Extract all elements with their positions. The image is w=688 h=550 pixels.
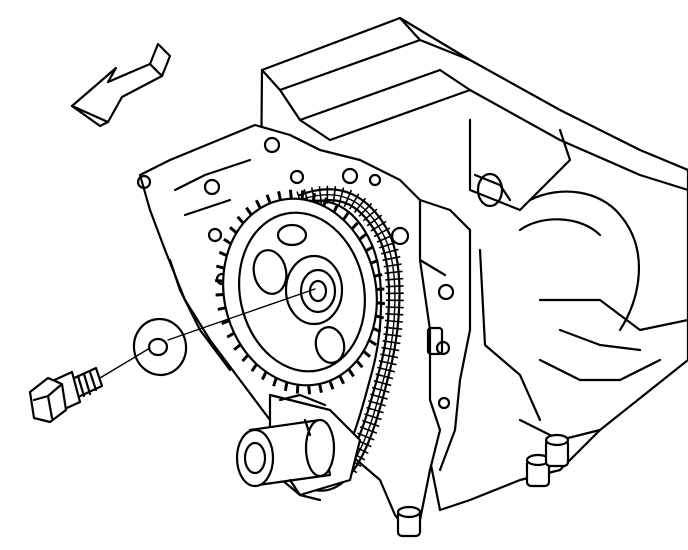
sprocket-tooth [261, 371, 268, 381]
chain-link [373, 227, 391, 238]
chain-link [378, 360, 397, 366]
chain-link [358, 202, 373, 217]
sprocket-tooth [328, 380, 335, 390]
sprocket-tooth [250, 363, 258, 373]
crankshaft-sprocket [235, 393, 362, 502]
washer [132, 317, 188, 377]
sprocket-tooth [368, 339, 377, 347]
chain-link [383, 333, 402, 338]
chain-link [370, 393, 388, 400]
chain-link [366, 406, 384, 414]
sprocket-tooth [277, 190, 282, 201]
sprocket-tooth [347, 368, 355, 378]
sprocket-tooth [221, 319, 230, 326]
sprocket-tooth [236, 215, 245, 225]
sprocket-tooth [342, 211, 350, 221]
chain-link [359, 426, 378, 434]
sprocket-tooth [318, 383, 323, 394]
chain-link [348, 193, 360, 210]
sprocket-tooth [338, 375, 346, 385]
sprocket-tooth [376, 301, 386, 306]
sprocket-tooth [322, 197, 328, 207]
sprocket-tooth [215, 264, 225, 270]
chain-link [371, 386, 390, 394]
chain-link [377, 366, 396, 373]
sprocket-tooth [229, 226, 238, 235]
sprocket-tooth [289, 189, 293, 199]
chain-link [384, 326, 403, 330]
sprocket-tooth [223, 237, 232, 245]
sprocket-tooth [362, 349, 371, 358]
sprocket-tooth [365, 245, 374, 253]
chain-link [366, 214, 383, 227]
sprocket-tooth [226, 331, 235, 339]
chain-link [364, 413, 382, 421]
direction-arrow [70, 42, 172, 128]
sprocket-tooth [307, 385, 311, 395]
chain-link [381, 346, 400, 352]
bolt [28, 288, 316, 424]
chain-link [385, 277, 404, 281]
sprocket-tooth [370, 258, 379, 265]
chain-link [385, 306, 404, 309]
sprocket-tooth [375, 314, 385, 320]
chain-link [370, 220, 387, 232]
engine-block [136, 16, 688, 538]
sprocket-tooth [254, 199, 262, 209]
chain-link [357, 432, 375, 441]
sprocket-tooth [218, 250, 228, 257]
sprocket-tooth [374, 273, 383, 278]
sprocket-tooth [355, 359, 364, 369]
sprocket-tooth [272, 377, 278, 387]
chain-link [353, 197, 367, 213]
sprocket-tooth [283, 381, 289, 392]
chain-link [385, 285, 404, 288]
chain-link [318, 186, 323, 205]
sprocket-tooth [217, 306, 226, 311]
chain-link [373, 380, 392, 387]
chain-link [362, 208, 378, 222]
sprocket-tooth [233, 343, 242, 351]
sprocket-tooth [265, 194, 272, 204]
sprocket-tooth [358, 233, 367, 241]
chain-link [384, 319, 403, 323]
chain-link [361, 419, 380, 428]
chain-link [368, 400, 386, 407]
sprocket-tooth [311, 192, 317, 203]
chain-link [382, 255, 401, 262]
sprocket-tooth [245, 206, 253, 216]
chain-link [382, 339, 401, 345]
chain-link [343, 189, 353, 208]
chain-link [383, 263, 402, 268]
chain-link [376, 234, 394, 243]
sprocket-tooth [372, 327, 382, 334]
sprocket-tooth [350, 221, 359, 231]
sprocket-tooth [214, 278, 224, 283]
chain-link [380, 353, 399, 359]
chain-link [338, 187, 345, 206]
sprocket-tooth [332, 203, 339, 213]
sprocket-tooth [241, 353, 250, 363]
chain-link [380, 248, 399, 255]
chain-link [378, 241, 397, 249]
chain-link [332, 186, 337, 205]
chain-link [375, 373, 394, 380]
chain-link [385, 312, 404, 316]
chain-link [384, 270, 403, 275]
